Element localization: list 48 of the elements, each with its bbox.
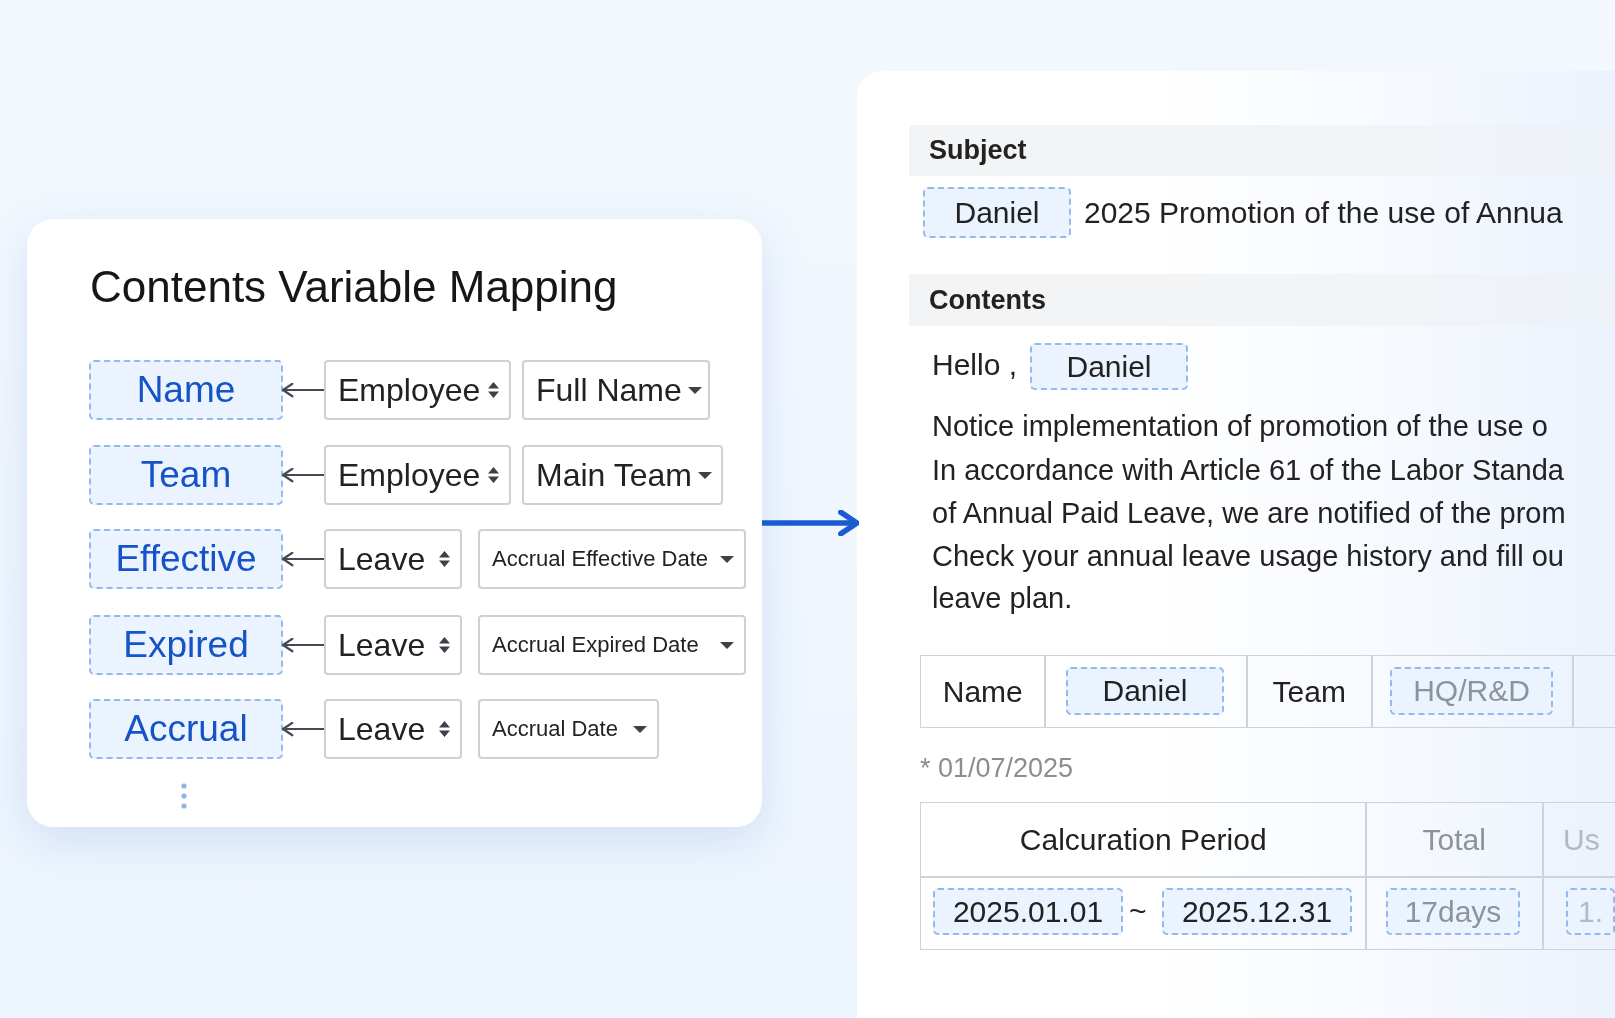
variable-field: Name: [89, 360, 283, 420]
dropdown-select: Employee: [324, 360, 511, 420]
table-cell: Us: [1542, 802, 1615, 878]
variable-field: Daniel: [1066, 667, 1224, 715]
paragraph-line: of Annual Paid Leave, we are notified of the prom: [932, 496, 1566, 531]
table-cell: Team: [1246, 655, 1373, 728]
card-title: Contents Variable Mapping: [90, 261, 618, 313]
footnote-text: * 01/07/2025: [920, 752, 1074, 785]
variable-field: Daniel: [923, 187, 1071, 238]
dropdown-select: Employee: [324, 445, 511, 505]
dropdown-select: Leave: [324, 699, 462, 759]
paragraph-line: Check your annual leave usage history and fill ou: [932, 539, 1564, 574]
variable-field: Accrual: [89, 699, 283, 759]
paragraph-line: Notice implementation of promotion of the use o: [932, 409, 1548, 444]
dropdown-select: Accrual Expired Date: [478, 615, 746, 675]
email-preview-panel: [857, 71, 1615, 1018]
subject-text: 2025 Promotion of the use of Annua: [1084, 195, 1563, 231]
arrow: [281, 721, 324, 737]
variable-field: 17days: [1386, 888, 1520, 935]
variable-field: HQ/R&D: [1390, 667, 1553, 715]
dropdown-select: Leave: [324, 615, 462, 675]
paragraph-line: In accordance with Article 61 of the Labor Standa: [932, 453, 1564, 488]
arrow: [281, 467, 324, 483]
arrow: [281, 637, 324, 653]
paragraph-line: leave plan.: [932, 581, 1073, 616]
variable-field: Team: [89, 445, 283, 505]
table-cell: Name: [920, 655, 1046, 728]
variable-field: Expired: [89, 615, 283, 675]
variable-field: Effective: [89, 529, 283, 589]
table-cell: Calcuration Period: [920, 802, 1367, 878]
section-header: Subject: [909, 125, 1615, 176]
dropdown-select: Accrual Effective Date: [478, 529, 746, 589]
variable-field: 1.: [1566, 888, 1615, 935]
arrow: [281, 551, 324, 567]
range-separator: ~: [1129, 893, 1147, 929]
arrow: [762, 509, 860, 537]
section-header: Contents: [909, 274, 1615, 326]
variable-field: 2025.01.01: [933, 888, 1123, 935]
variable-field: 2025.12.31: [1162, 888, 1352, 935]
mapping-card: [27, 219, 762, 827]
greeting-text: Hello ,: [932, 347, 1018, 383]
dropdown-select: Leave: [324, 529, 462, 589]
dropdown-select: Accrual Date: [478, 699, 659, 759]
dropdown-select: Full Name: [522, 360, 710, 420]
table-cell: Total: [1365, 802, 1544, 878]
dropdown-select: Main Team: [522, 445, 723, 505]
arrow: [281, 382, 324, 398]
variable-field: Daniel: [1030, 343, 1188, 390]
